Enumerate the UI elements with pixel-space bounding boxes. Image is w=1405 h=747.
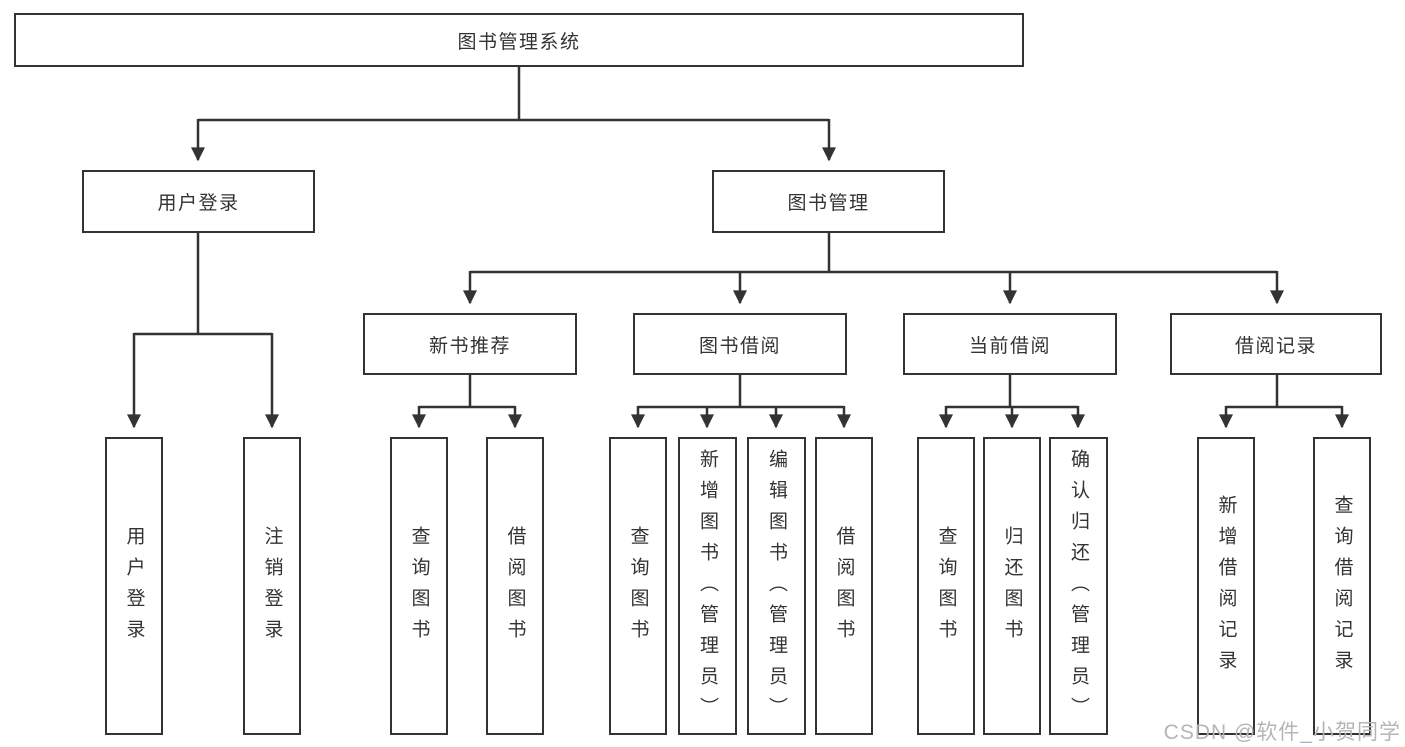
node-book-borrow: 图书借阅: [633, 313, 847, 375]
node-current-query-book: 查询图书: [917, 437, 975, 735]
node-return-book: 归还图书: [983, 437, 1041, 735]
node-current-borrow: 当前借阅: [903, 313, 1117, 375]
node-confirm-return-admin: 确认归还（管理员）: [1049, 437, 1108, 735]
node-borrow-record: 借阅记录: [1170, 313, 1382, 375]
node-add-borrow-record: 新增借阅记录: [1197, 437, 1255, 735]
node-logout-action: 注销登录: [243, 437, 301, 735]
node-recommend-query-book: 查询图书: [390, 437, 448, 735]
node-add-book-admin: 新增图书（管理员）: [678, 437, 737, 735]
node-borrow-borrow-book: 借阅图书: [815, 437, 873, 735]
node-book-management: 图书管理: [712, 170, 945, 233]
node-root: 图书管理系统: [14, 13, 1024, 67]
csdn-watermark: CSDN @软件_小贺同学: [1163, 721, 1401, 744]
node-recommend-borrow-book: 借阅图书: [486, 437, 544, 735]
node-query-borrow-record: 查询借阅记录: [1313, 437, 1371, 735]
node-borrow-query-book: 查询图书: [609, 437, 667, 735]
node-user-login: 用户登录: [82, 170, 315, 233]
node-new-book-recommend: 新书推荐: [363, 313, 577, 375]
node-edit-book-admin: 编辑图书（管理员）: [747, 437, 806, 735]
node-user-login-action: 用户登录: [105, 437, 163, 735]
